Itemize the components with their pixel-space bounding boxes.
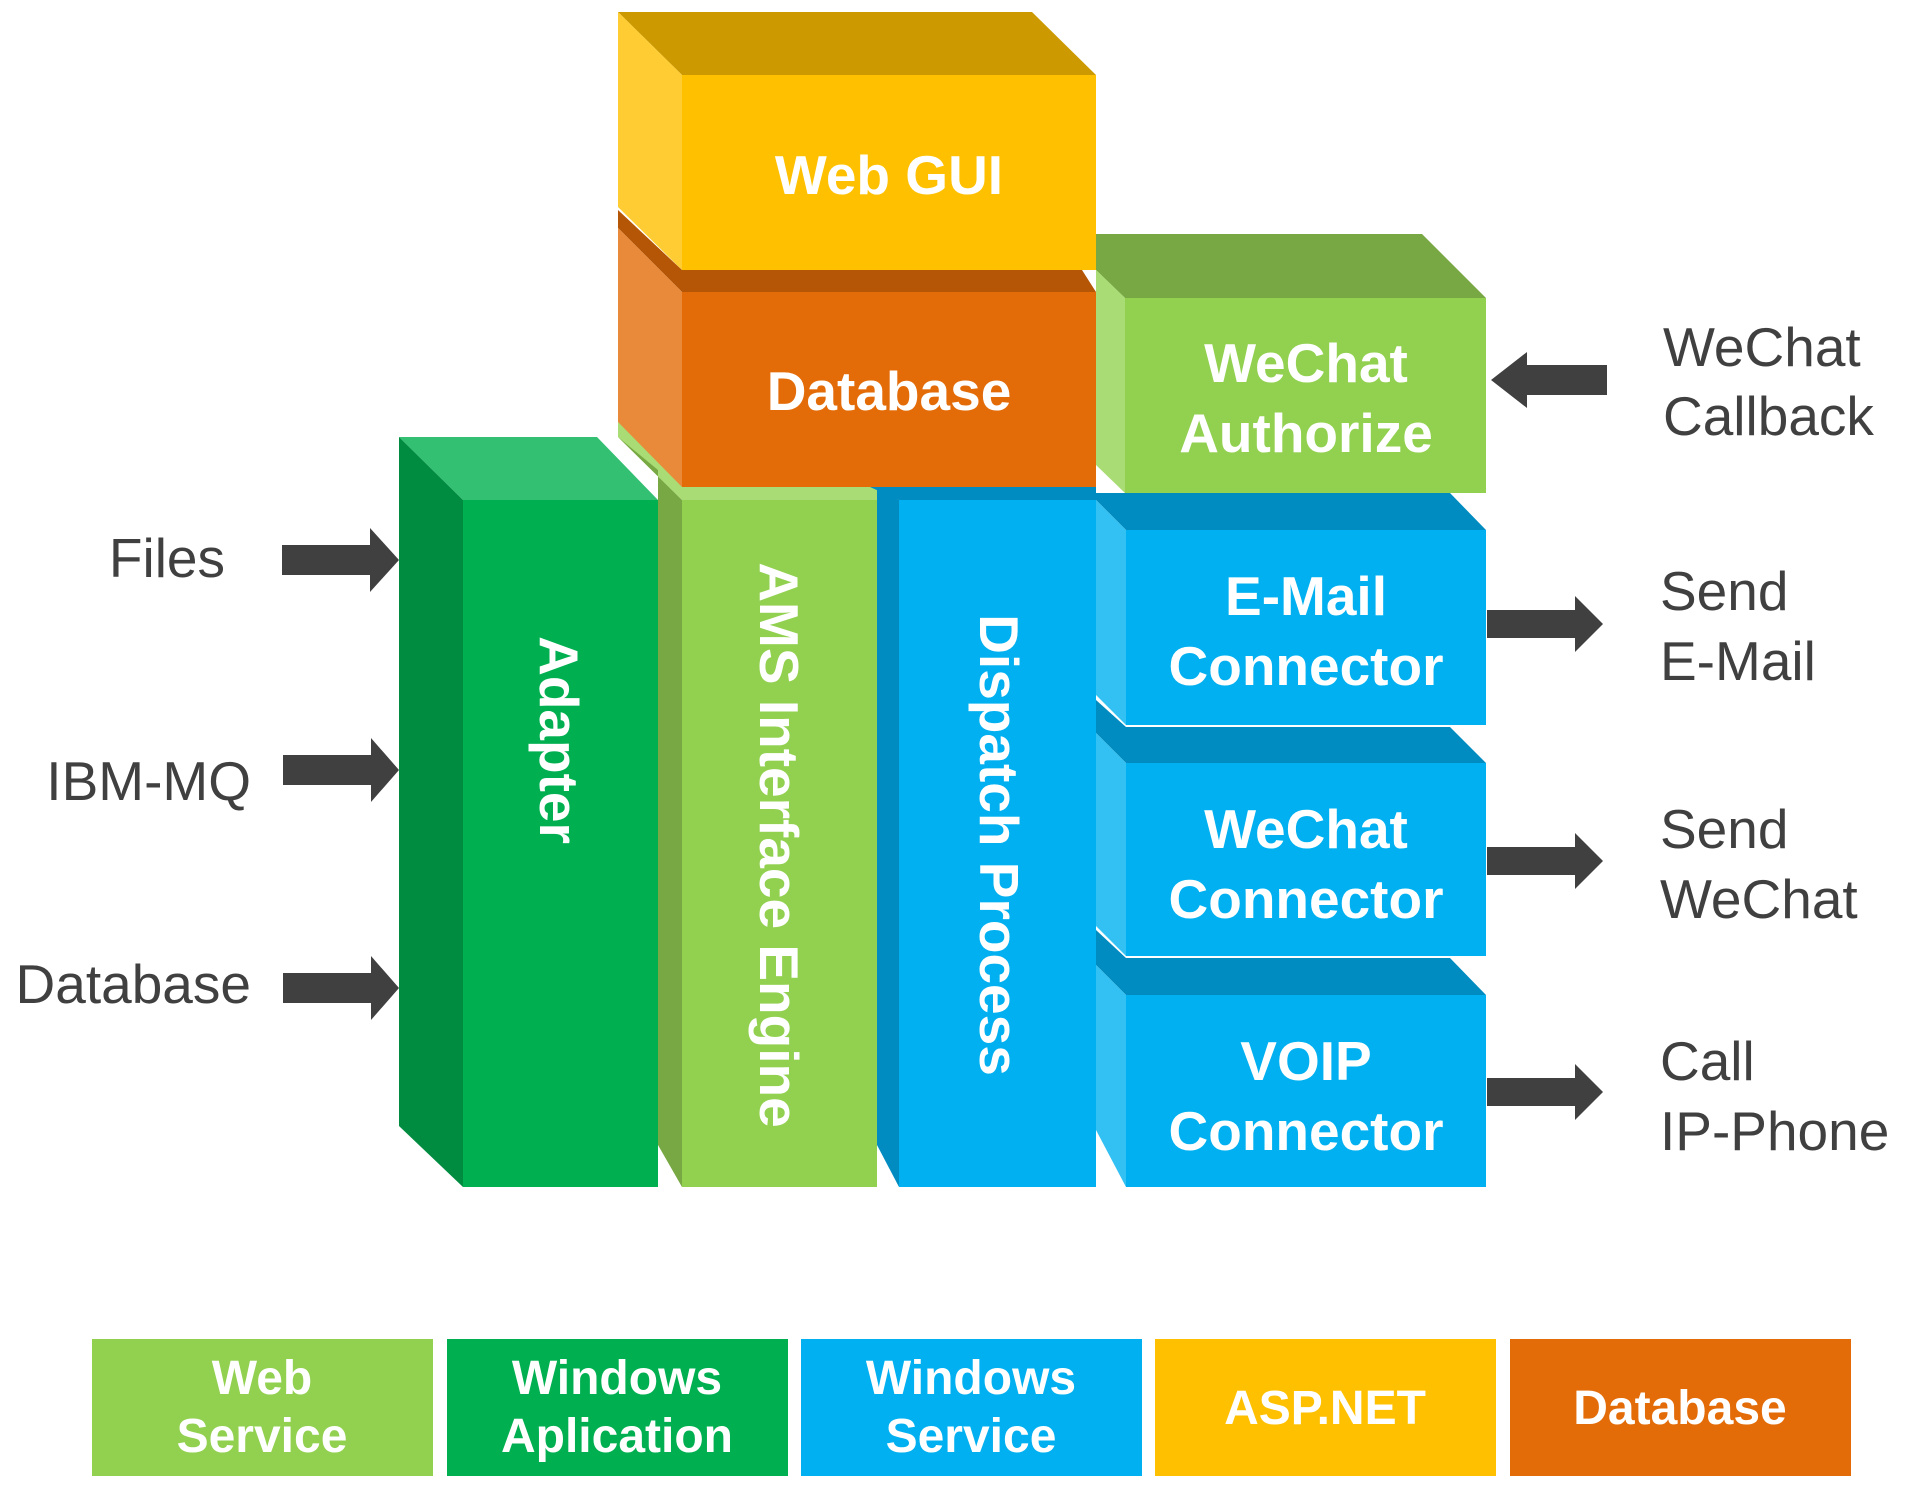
- wechat-authorize-label-2: Authorize: [1179, 402, 1433, 464]
- output-send-wechat: Send WeChat: [1487, 798, 1858, 930]
- adapter-top-face: [399, 437, 658, 500]
- output-call-ip-phone-label-1: Call: [1660, 1030, 1755, 1092]
- legend-swatch: [1510, 1339, 1851, 1476]
- email-connector-label-2: Connector: [1169, 635, 1444, 697]
- arrow-right-icon: [1487, 833, 1603, 889]
- legend-label-2: Service: [177, 1410, 348, 1463]
- legend-label-1: Windows: [512, 1352, 722, 1405]
- wechat-connector-side-face: [1096, 733, 1126, 956]
- output-call-ip-phone: Call IP-Phone: [1487, 1030, 1889, 1162]
- legend-swatch: [1155, 1339, 1496, 1476]
- ams-engine-label: AMS Interface Engine: [748, 562, 810, 1127]
- arrow-right-icon: [283, 738, 399, 802]
- ams-engine-side-face: [618, 437, 682, 1187]
- wechat-connector-label-1: WeChat: [1204, 798, 1408, 860]
- arrow-right-icon: [283, 956, 399, 1020]
- output-wechat-callback-label-1: WeChat: [1663, 316, 1861, 378]
- email-connector-top-face: [1096, 493, 1486, 530]
- output-wechat-callback-label-2: Callback: [1663, 385, 1874, 447]
- database-block: Database: [618, 210, 1096, 487]
- dispatch-front-face: [899, 500, 1096, 1187]
- legend-item-windows-service: Windows Service: [801, 1339, 1142, 1476]
- database-front-face: [682, 292, 1096, 487]
- voip-connector-label-1: VOIP: [1240, 1030, 1371, 1092]
- legend-label-1: Web: [212, 1352, 312, 1405]
- wechat-authorize-label-1: WeChat: [1204, 332, 1408, 394]
- adapter-side-face: [399, 437, 463, 1187]
- legend-swatch: [92, 1339, 433, 1476]
- wechat-authorize-front-face: [1125, 298, 1486, 493]
- output-send-email-label-1: Send: [1660, 560, 1788, 622]
- web-gui-label: Web GUI: [775, 144, 1003, 206]
- dispatch-label: Dispatch Process: [968, 614, 1030, 1076]
- legend-label-1: ASP.NET: [1224, 1382, 1426, 1435]
- database-label: Database: [767, 360, 1012, 422]
- input-ibm-mq: IBM-MQ: [46, 738, 399, 812]
- database-top-face: [618, 210, 1096, 292]
- email-connector-label-1: E-Mail: [1225, 565, 1387, 627]
- input-files: Files: [109, 527, 399, 592]
- wechat-connector-block: WeChat Connector: [1096, 700, 1486, 956]
- input-database: Database: [16, 953, 399, 1020]
- legend: Web Service Windows Aplication Windows S…: [92, 1339, 1851, 1476]
- output-send-email: Send E-Mail: [1487, 560, 1816, 692]
- web-gui-side-face: [618, 12, 682, 270]
- output-send-wechat-label-1: Send: [1660, 798, 1788, 860]
- email-connector-block: E-Mail Connector: [1096, 493, 1486, 725]
- arrow-right-icon: [1487, 596, 1603, 652]
- ams-engine-block: AMS Interface Engine: [618, 422, 877, 1187]
- legend-label-2: Aplication: [501, 1410, 733, 1463]
- web-gui-block: Web GUI: [618, 12, 1096, 270]
- wechat-authorize-block: WeChat Authorize: [1096, 234, 1486, 493]
- output-send-email-label-2: E-Mail: [1660, 630, 1816, 692]
- voip-connector-top-face: [1096, 930, 1486, 995]
- input-files-label: Files: [109, 527, 225, 589]
- arrow-right-icon: [282, 528, 399, 592]
- output-call-ip-phone-label-2: IP-Phone: [1660, 1100, 1889, 1162]
- wechat-connector-label-2: Connector: [1169, 868, 1444, 930]
- voip-connector-block: VOIP Connector: [1096, 930, 1486, 1187]
- adapter-label: Adapter: [528, 636, 590, 844]
- legend-swatch: [447, 1339, 788, 1476]
- legend-item-windows-application: Windows Aplication: [447, 1339, 788, 1476]
- ams-engine-front-face: [682, 500, 877, 1187]
- voip-connector-front-face: [1126, 995, 1486, 1187]
- adapter-block: Adapter: [399, 437, 658, 1187]
- dispatch-side-face: [877, 487, 899, 1187]
- dispatch-top-face: [870, 487, 1096, 500]
- output-wechat-callback: WeChat Callback: [1491, 316, 1874, 447]
- wechat-connector-top-face: [1096, 700, 1486, 763]
- wechat-authorize-side-face: [1096, 270, 1125, 493]
- voip-connector-side-face: [1096, 965, 1126, 1187]
- legend-item-aspnet: ASP.NET: [1155, 1339, 1496, 1476]
- email-connector-side-face: [1096, 500, 1126, 725]
- database-side-face: [618, 228, 682, 487]
- output-send-wechat-label-2: WeChat: [1660, 868, 1858, 930]
- legend-label-1: Database: [1573, 1382, 1786, 1435]
- legend-item-database: Database: [1510, 1339, 1851, 1476]
- dispatch-block: Dispatch Process: [870, 487, 1096, 1187]
- legend-label-2: Service: [886, 1410, 1057, 1463]
- legend-label-1: Windows: [866, 1352, 1076, 1405]
- web-gui-top-face: [618, 12, 1096, 75]
- web-gui-front-face: [682, 75, 1096, 270]
- email-connector-front-face: [1126, 530, 1486, 725]
- wechat-connector-front-face: [1126, 763, 1486, 956]
- voip-connector-label-2: Connector: [1169, 1100, 1444, 1162]
- input-ibm-mq-label: IBM-MQ: [46, 750, 251, 812]
- arrow-right-icon: [1487, 1064, 1603, 1120]
- adapter-front-face: [463, 500, 658, 1187]
- wechat-authorize-top-face: [1096, 234, 1486, 298]
- arrow-left-icon: [1491, 352, 1607, 408]
- legend-swatch: [801, 1339, 1142, 1476]
- input-database-label: Database: [16, 953, 251, 1015]
- legend-item-web-service: Web Service: [92, 1339, 433, 1476]
